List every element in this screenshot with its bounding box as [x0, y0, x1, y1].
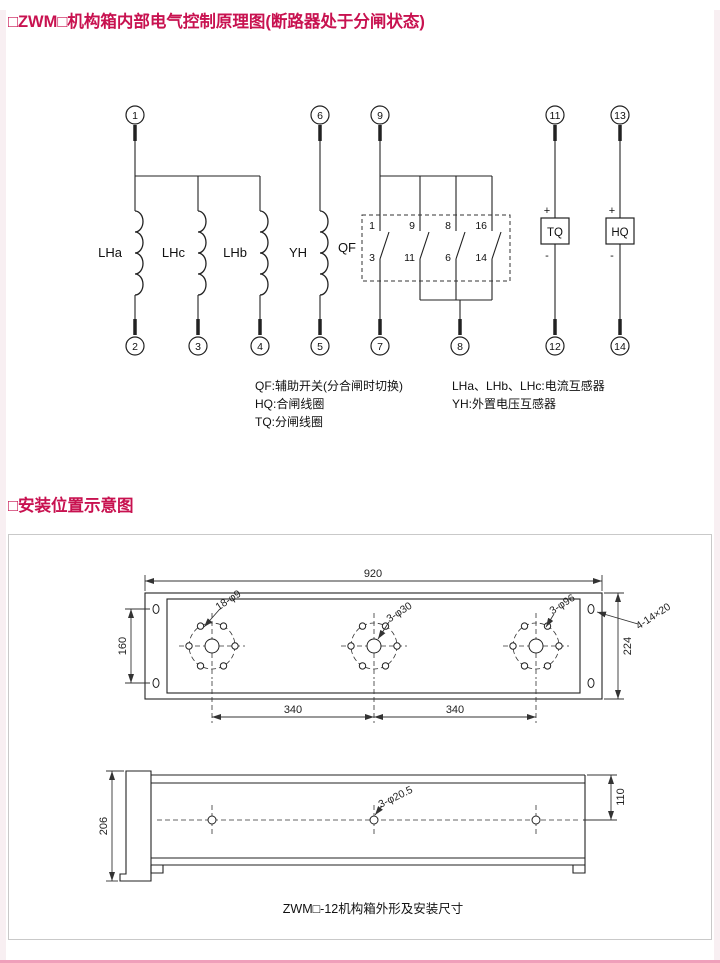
terminal-top-13: 13: [610, 105, 630, 141]
qf-contact-3: 3: [369, 252, 375, 264]
coil-label-lhb: LHb: [223, 245, 247, 260]
legend-tq: TQ:分闸线圈: [255, 415, 323, 429]
legend-qf: QF:辅助开关(分合闸时切换): [255, 378, 403, 393]
cabinet-outline: [144, 592, 603, 700]
label-18-phi9: 18-φ9: [213, 588, 243, 613]
terminal-number: 14: [614, 341, 626, 353]
dim-206: 206: [98, 817, 110, 835]
terminal-number: 9: [377, 110, 383, 122]
front-view: 920 160 224: [117, 568, 673, 723]
hq-closing-coil: HQ + -: [605, 141, 635, 319]
terminal-top-9: 9: [370, 105, 390, 141]
current-transformer-branch: LHa LHc LHb: [98, 141, 269, 319]
label-3-phi30: 3-φ30: [384, 600, 414, 625]
label-4-14x20: 4-14×20: [634, 601, 673, 632]
terminal-number: 4: [257, 341, 263, 353]
dim-110: 110: [615, 788, 627, 806]
terminal-top-11: 11: [545, 105, 565, 141]
page-footer-bar: [0, 960, 720, 963]
tq-minus: -: [545, 250, 549, 262]
qf-dashed-box: [361, 214, 511, 282]
section2-title: □安装位置示意图: [8, 497, 134, 515]
drawing-caption: ZWM□-12机构箱外形及安装尺寸: [283, 901, 463, 916]
terminal-bottom-8: 8: [450, 319, 470, 356]
installation-panel: 920 160 224: [8, 534, 712, 940]
coil-label-lhc: LHc: [162, 245, 186, 260]
terminal-number: 5: [317, 341, 323, 353]
terminal-bottom-3: 3: [188, 319, 208, 356]
qf-contact-9: 9: [409, 220, 415, 232]
bushing-right: [503, 613, 569, 679]
terminal-bottom-7: 7: [370, 319, 390, 356]
tq-label: TQ: [547, 227, 563, 239]
terminal-number: 2: [132, 341, 138, 353]
dim-340-right: 340: [446, 704, 464, 716]
terminal-bottom-5: 5: [310, 319, 330, 356]
terminal-top-1: 1: [125, 105, 145, 141]
installation-drawing: 920 160 224: [98, 568, 673, 916]
tq-trip-coil: TQ + -: [540, 141, 570, 319]
dim-340-left: 340: [284, 704, 302, 716]
legend-yh: YH:外置电压互感器: [452, 396, 556, 411]
qf-contact-1: 1: [369, 220, 375, 232]
terminal-number: 11: [550, 110, 561, 122]
side-bracket: [119, 770, 152, 882]
qf-contact-8: 8: [445, 220, 451, 232]
dim-160: 160: [117, 637, 129, 655]
coil-label-yh: YH: [289, 245, 307, 260]
terminal-number: 1: [132, 110, 138, 122]
page-right-strip: [714, 10, 720, 963]
section1-title: □ZWM□机构箱内部电气控制原理图(断路器处于分闸状态): [8, 13, 425, 31]
terminal-bottom-2: 2: [125, 319, 145, 356]
label-3-phi96: 3-φ96: [547, 592, 577, 617]
hq-minus: -: [610, 250, 614, 262]
terminal-number: 8: [457, 341, 463, 353]
terminal-bottom-14: 14: [610, 319, 630, 356]
label-3-phi20-5: 3-φ20.5: [377, 784, 415, 811]
dim-920: 920: [364, 568, 382, 580]
side-view: 3-φ20.5 206 110 ZWM□-12机构箱外形及安装尺寸: [98, 770, 627, 916]
coil-label-lha: LHa: [98, 245, 123, 260]
qf-contact-6: 6: [445, 252, 451, 264]
circuit-legend: QF:辅助开关(分合闸时切换) HQ:合闸线圈 TQ:分闸线圈 LHa、LHb、…: [255, 378, 605, 429]
qf-contact-11: 11: [404, 252, 415, 264]
legend-hq: HQ:合闸线圈: [255, 396, 324, 411]
page-left-strip: [0, 10, 6, 963]
dim-224: 224: [622, 637, 634, 655]
terminal-number: 13: [614, 110, 626, 122]
bushing-middle: [341, 613, 407, 679]
qf-contact-16: 16: [475, 220, 487, 232]
hq-label: HQ: [611, 227, 628, 239]
terminal-bottom-4: 4: [250, 319, 270, 356]
terminal-number: 12: [549, 341, 561, 353]
voltage-transformer-branch: YH: [289, 141, 329, 319]
bushing-left: [179, 613, 245, 679]
qf-contact-14: 14: [475, 252, 487, 264]
control-circuit-diagram: LHa LHc LHb YH QF 1 9 8 16 3 11 6: [98, 105, 635, 429]
terminal-number: 6: [317, 110, 323, 122]
terminal-number: 3: [195, 341, 201, 353]
terminal-number: 7: [377, 341, 383, 353]
qf-auxiliary-switch: QF 1 9 8 16 3 11 6 14: [338, 141, 511, 319]
legend-lh: LHa、LHb、LHc:电流互感器: [452, 378, 605, 393]
terminal-bottom-12: 12: [545, 319, 565, 356]
terminal-top-6: 6: [310, 105, 330, 141]
tq-plus: +: [544, 205, 550, 217]
qf-label: QF: [338, 240, 356, 255]
hq-plus: +: [609, 205, 615, 217]
